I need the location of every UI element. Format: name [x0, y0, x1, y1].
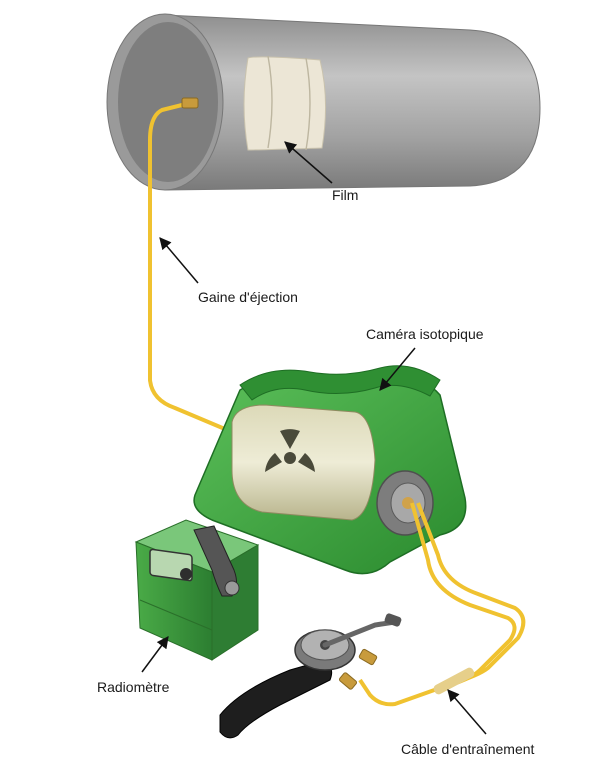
film-label: Film [332, 187, 359, 203]
isotope-camera-label: Caméra isotopique [366, 326, 484, 342]
drive-cable [358, 502, 517, 707]
crank-control [219, 613, 402, 739]
ejection-sheath-label: Gaine d'éjection [198, 289, 298, 305]
ejection-sheath-cable [148, 101, 233, 434]
drive-cable-arrow [447, 689, 487, 735]
film-sheet [243, 55, 327, 151]
isotope-camera-arrow [379, 347, 416, 391]
sheath-tip [181, 97, 199, 109]
radiometer [134, 519, 260, 661]
radiation-symbol [265, 429, 315, 472]
ejection-sheath-arrow [159, 237, 199, 284]
film-arrow [284, 141, 333, 184]
isotope-camera [193, 365, 467, 575]
drive-cable-label: Câble d'entraînement [401, 741, 535, 757]
drive-cable-sleeve [433, 667, 475, 695]
radiometer-arrow [141, 636, 169, 673]
radiometer-label: Radiomètre [97, 679, 170, 695]
radiometer-handle [193, 525, 238, 597]
